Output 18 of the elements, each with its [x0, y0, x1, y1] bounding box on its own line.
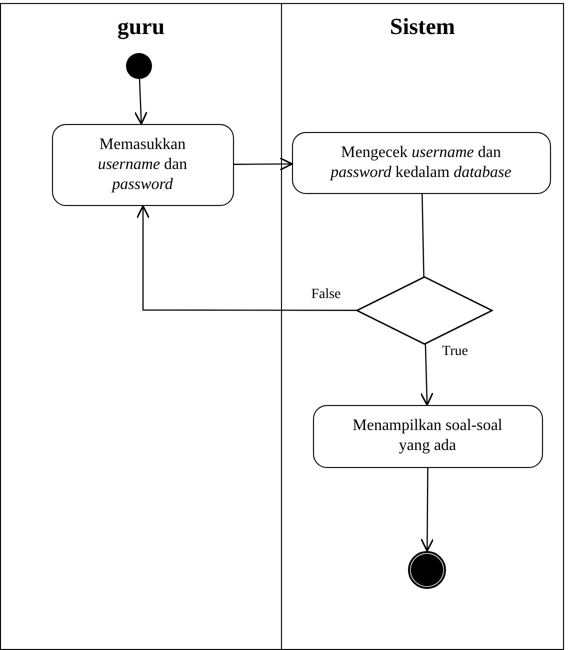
- lane-title: Sistem: [388, 14, 456, 40]
- arrow: [234, 157, 293, 171]
- swimlane: [0, 3, 282, 650]
- activity-box: [312, 404, 542, 468]
- decision-diamond: [356, 276, 492, 344]
- arrow: [420, 344, 434, 406]
- swimlane: [281, 3, 564, 650]
- arrow: [420, 468, 434, 552]
- activity-text: Mengecek username dan password kedalam database: [328, 142, 512, 182]
- end-node: [408, 550, 446, 588]
- activity-box: [292, 132, 550, 194]
- lane-title: guru: [116, 14, 166, 40]
- start-node: [126, 52, 152, 78]
- activity-text: Menampilkan soal-soal yang ada: [352, 416, 504, 456]
- arrow: [136, 205, 358, 311]
- activity-text: Memasukkan username dan password: [96, 134, 188, 194]
- arrow: [134, 78, 148, 125]
- activity-box: [52, 124, 234, 206]
